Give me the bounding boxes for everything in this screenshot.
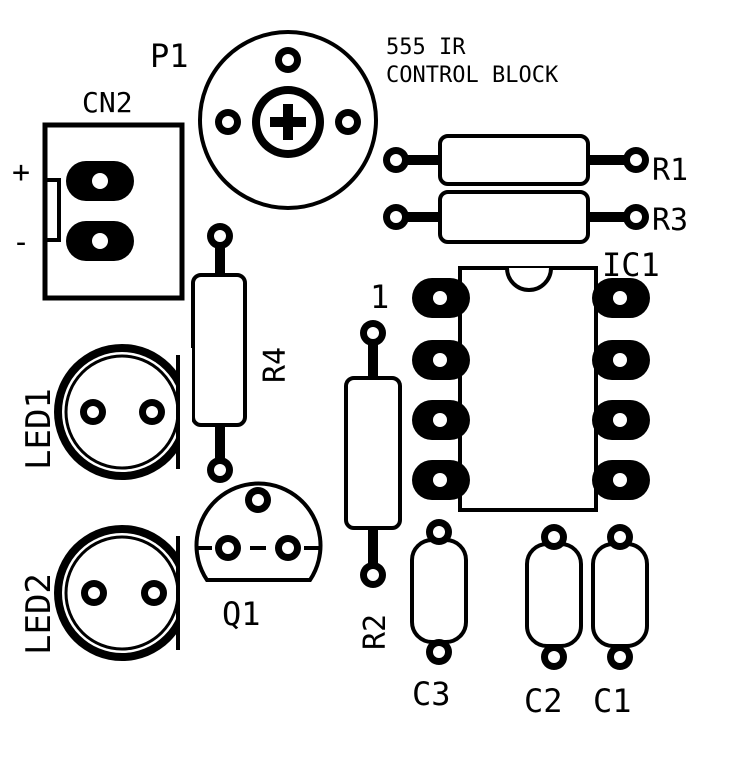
led-led2-label: LED2 (19, 573, 59, 655)
board-title-line1: 555 IR (386, 35, 466, 60)
board-title-line2: CONTROL BLOCK (386, 63, 559, 88)
ic-ic1 (412, 266, 650, 512)
connector-cn2-label: CN2 (82, 86, 133, 119)
capacitor-c2-label: C2 (524, 682, 563, 720)
capacitor-c1 (591, 524, 649, 670)
resistor-r4-label: R4 (258, 347, 293, 383)
transistor-q1-label: Q1 (222, 595, 261, 633)
potentiometer-p1 (198, 30, 378, 210)
resistor-r3 (383, 190, 649, 244)
led-led1-label: LED1 (19, 388, 59, 470)
ic-ic1-label: IC1 (602, 246, 660, 284)
capacitor-c2 (525, 524, 583, 670)
transistor-q1 (194, 481, 323, 582)
capacitor-c3-label: C3 (412, 675, 451, 713)
resistor-r4 (191, 223, 247, 483)
resistor-r3-label: R3 (652, 203, 688, 238)
resistor-r2-label: R2 (358, 614, 393, 650)
ic-pin1-label: 1 (370, 278, 389, 316)
led-led2 (54, 525, 192, 661)
connector-cn2 (42, 122, 185, 301)
connector-plus-label: + (12, 155, 30, 190)
led-led1 (54, 344, 192, 480)
resistor-r2 (344, 320, 402, 588)
capacitor-c1-label: C1 (593, 682, 632, 720)
potentiometer-p1-label: P1 (150, 37, 189, 75)
resistor-r1-label: R1 (652, 153, 688, 188)
resistor-r1 (383, 134, 649, 186)
capacitor-c3 (410, 519, 468, 665)
connector-minus-label: - (12, 225, 30, 260)
